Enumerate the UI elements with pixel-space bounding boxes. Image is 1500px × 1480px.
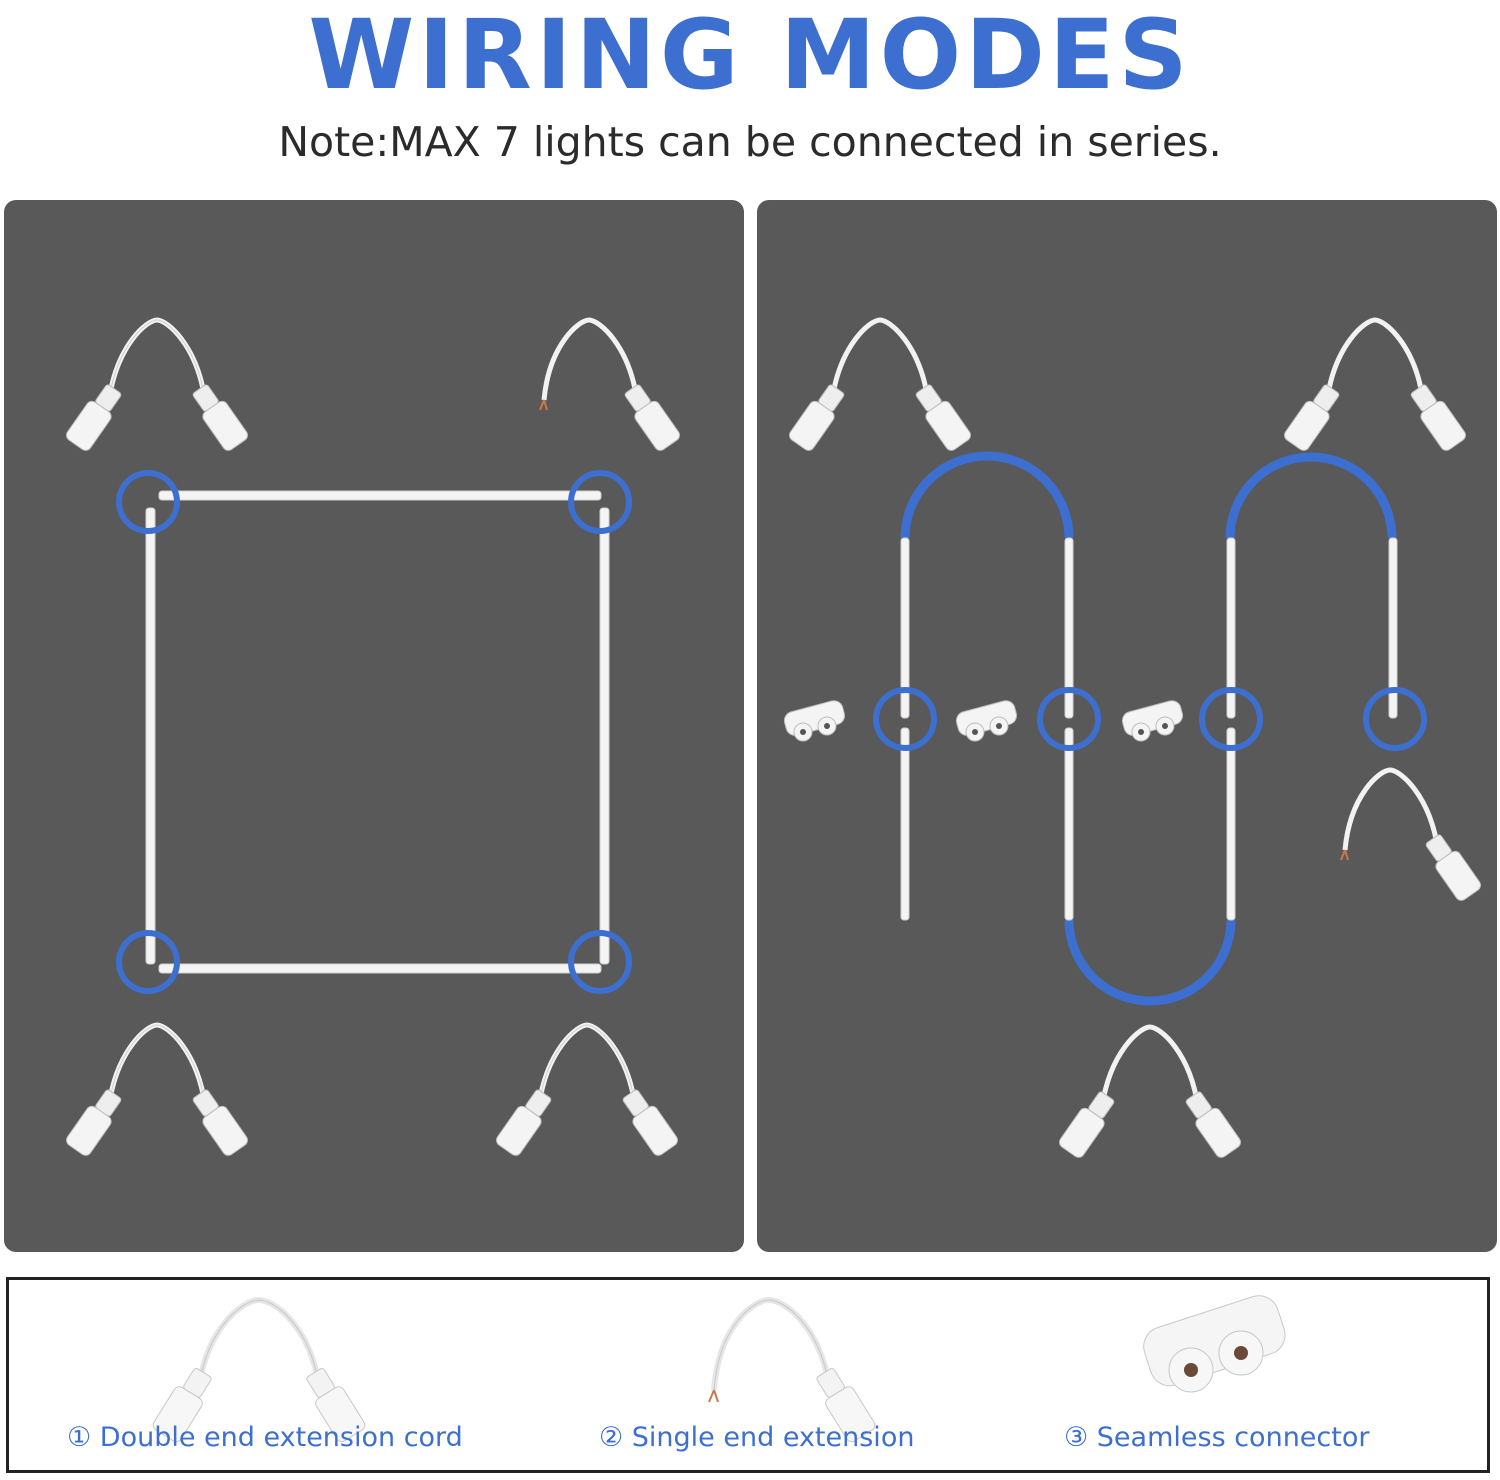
connection-highlight [1199,687,1263,751]
corner-highlight [116,930,180,994]
connection-highlights [873,687,1427,751]
light-bars [900,537,1398,921]
double-end-cord-icon [787,320,973,453]
connection-highlights [116,470,632,994]
parts-legend: ① Double end extension cord ② Single end… [6,1277,1490,1473]
double-end-cord-icon [1282,320,1468,453]
seamless-connector-icon [1143,1295,1286,1393]
corner-highlight [568,930,632,994]
legend-icons [152,1295,1286,1443]
seamless-connector-icon [781,698,848,742]
connection-highlight [1037,687,1101,751]
double-end-cord-icon [1057,1027,1243,1160]
corner-highlight [116,470,180,534]
connection-highlight [1363,687,1427,751]
serpentine-wiring-panel [757,200,1497,1252]
seamless-connector-icon [953,698,1020,742]
square-wiring-panel [4,200,744,1252]
legend-label-double-end: ① Double end extension cord [67,1422,463,1453]
single-end-cord-icon [1341,770,1483,903]
serpentine-wiring-diagram [781,200,1497,1252]
single-end-cord-icon [708,1296,876,1443]
light-bars [145,490,610,974]
double-end-cord-icon [152,1296,366,1443]
series-note: Note:MAX 7 lights can be connected in se… [278,118,1222,166]
page-title: WIRING MODES [308,0,1192,111]
double-end-cord-icon [64,320,250,453]
seamless-connector-icon [1119,698,1186,742]
double-end-cord-icon [64,1025,250,1158]
single-end-cord-icon [540,320,682,453]
square-wiring-diagram [4,200,744,1252]
corner-highlight [568,470,632,534]
legend-label-single-end: ② Single end extension [599,1422,915,1453]
cord-arcs [900,451,1397,1006]
legend-label-connector: ③ Seamless connector [1064,1422,1370,1453]
connection-highlight [873,687,937,751]
double-end-cord-icon [494,1025,680,1158]
